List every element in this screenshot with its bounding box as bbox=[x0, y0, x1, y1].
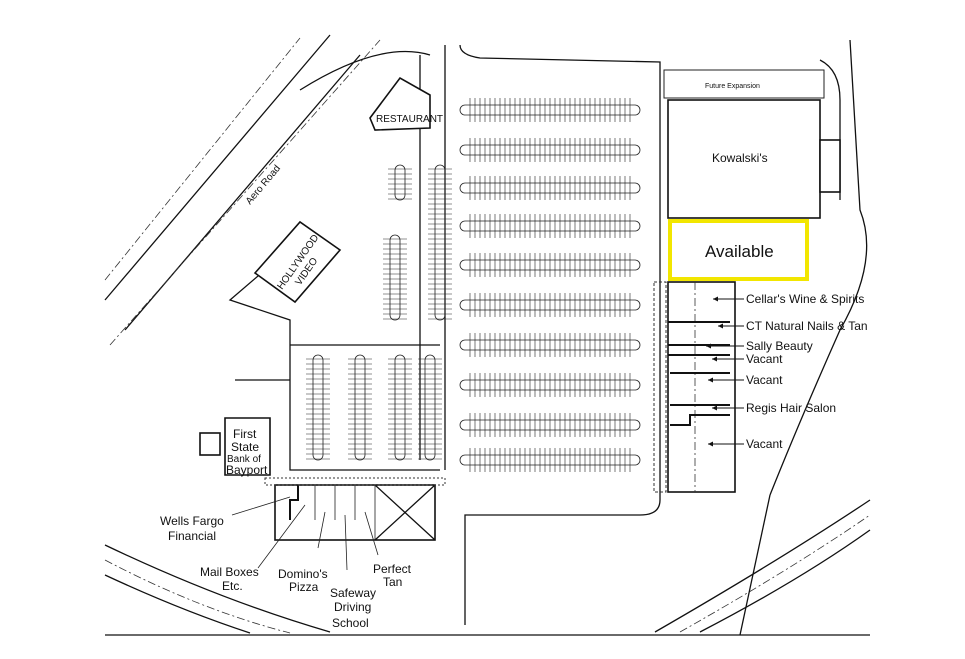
east-tenant-labels: Cellar's Wine & Spirits CT Natural Nails … bbox=[706, 292, 868, 451]
tenant-name: Vacant bbox=[746, 352, 783, 366]
east-tenant-label: Vacant bbox=[712, 352, 783, 366]
east-tenant-label: Sally Beauty bbox=[706, 339, 813, 353]
bank-building: First State Bank of Bayport bbox=[199, 417, 271, 477]
east-strip-building bbox=[653, 281, 736, 493]
east-tenant-label: Cellar's Wine & Spirits bbox=[713, 292, 864, 306]
parking-row bbox=[459, 413, 641, 437]
parking-row bbox=[459, 98, 641, 122]
south-road bbox=[104, 499, 871, 634]
tenant-name: Vacant bbox=[746, 437, 783, 451]
south-tenant-labels: Wells Fargo Financial Mail Boxes Etc. Do… bbox=[160, 496, 412, 630]
hollywood-video-building: HOLLYWOOD VIDEO bbox=[253, 220, 342, 304]
parking-row bbox=[388, 164, 412, 201]
available-label: Available bbox=[705, 242, 774, 261]
west-lot-outline bbox=[228, 50, 440, 471]
parking-row bbox=[459, 176, 641, 200]
wells-fargo-label-1: Wells Fargo bbox=[160, 514, 224, 528]
parking-row bbox=[388, 354, 412, 461]
aero-road: Aero Road bbox=[104, 34, 381, 346]
dominos-label-2: Pizza bbox=[289, 580, 319, 594]
parking-row bbox=[459, 214, 641, 238]
road-label: Aero Road bbox=[244, 163, 283, 207]
parking-row bbox=[459, 333, 641, 357]
east-tenant-label: CT Natural Nails & Tan bbox=[718, 319, 868, 333]
parking-row bbox=[459, 293, 641, 317]
east-road-edge bbox=[739, 494, 771, 636]
parking-row bbox=[383, 234, 407, 321]
parking-row bbox=[459, 448, 641, 472]
tenant-name: CT Natural Nails & Tan bbox=[746, 319, 868, 333]
east-tenant-label: Vacant bbox=[708, 373, 783, 387]
future-expansion-label: Future Expansion bbox=[705, 83, 760, 90]
parking-row bbox=[418, 354, 442, 461]
safeway-label-1: Safeway bbox=[330, 586, 376, 600]
parking-row bbox=[459, 138, 641, 162]
safeway-label-2: Driving bbox=[334, 600, 371, 614]
tenant-name: Cellar's Wine & Spirits bbox=[746, 292, 864, 306]
available-space[interactable]: Available bbox=[668, 219, 809, 281]
dominos-label-1: Domino's bbox=[278, 567, 328, 581]
mail-boxes-label-1: Mail Boxes bbox=[200, 565, 259, 579]
mail-boxes-label-2: Etc. bbox=[222, 579, 243, 593]
main-lot-boundary bbox=[459, 44, 661, 625]
south-strip-building bbox=[264, 477, 446, 541]
parking-row bbox=[348, 354, 372, 461]
kowalskis-building: Future Expansion Kowalski's bbox=[663, 69, 841, 219]
safeway-label-3: School bbox=[332, 616, 369, 630]
kowalskis-label: Kowalski's bbox=[712, 151, 768, 165]
east-tenant-label: Regis Hair Salon bbox=[712, 401, 836, 415]
parking-stalls bbox=[306, 98, 641, 472]
east-tenant-label: Vacant bbox=[708, 437, 783, 451]
north-road bbox=[819, 59, 841, 200]
east-road bbox=[769, 39, 868, 496]
parking-row bbox=[459, 253, 641, 277]
tenant-name: Sally Beauty bbox=[746, 339, 813, 353]
perfect-tan-label-1: Perfect bbox=[373, 562, 412, 576]
parking-row bbox=[459, 373, 641, 397]
tenant-name: Vacant bbox=[746, 373, 783, 387]
bank-label-line1: First bbox=[233, 427, 257, 441]
wells-fargo-label-2: Financial bbox=[168, 529, 216, 543]
bank-label-line4: Bayport bbox=[226, 463, 268, 477]
tenant-name: Regis Hair Salon bbox=[746, 401, 836, 415]
bank-label-line3: Bank of bbox=[227, 454, 261, 465]
perfect-tan-label-2: Tan bbox=[383, 575, 402, 589]
bank-label-line2: State bbox=[231, 440, 259, 454]
parking-row bbox=[306, 354, 330, 461]
restaurant-building: RESTAURANT bbox=[369, 76, 443, 131]
parking-row bbox=[428, 164, 452, 321]
restaurant-label: RESTAURANT bbox=[376, 114, 443, 125]
